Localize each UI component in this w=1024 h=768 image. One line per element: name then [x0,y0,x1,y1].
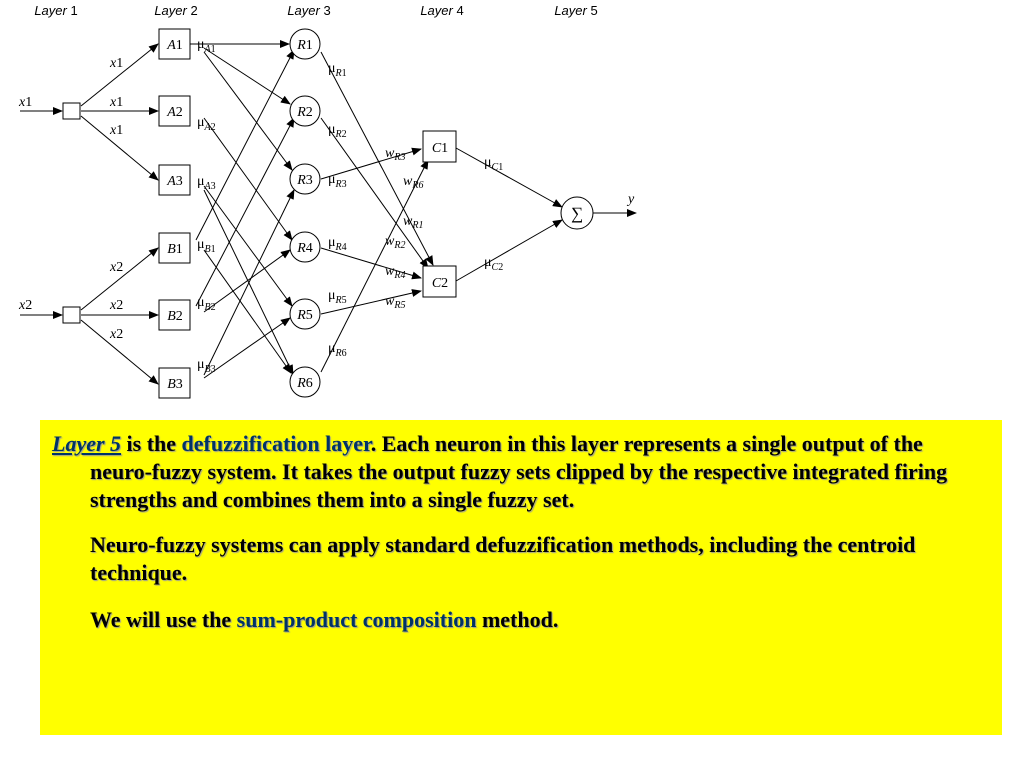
mu-b2-label: μB2 [197,295,216,313]
rule-node-r5 [289,298,321,330]
output-label-y: y [626,192,635,207]
mu-c2-label: μC2 [484,255,503,273]
fuzzy-node-b2 [158,299,191,331]
weight-label-wr3: wR3 [385,146,405,163]
input-label-x2: x2 [18,298,32,313]
fuzzy-label-a3: A3 [166,174,183,189]
mu-r6-label: μR6 [328,341,347,359]
weight-label-wr5: wR5 [385,294,405,311]
weight-label-wr6: wR6 [403,174,423,191]
layer-1-label: Layer 1 [34,3,77,18]
key-term-sum-product: sum-product composition [236,607,477,632]
layer-5-label: Layer 5 [554,3,597,18]
fuzzy-node-a1 [158,28,191,60]
rule-node-r1 [289,28,321,60]
consequent-node-c2 [422,265,457,298]
rule-node-r6 [289,366,321,398]
rule-node-r2 [289,95,321,127]
edge-label-x2-b2: x2 [109,298,123,313]
edge-label-x1-a1: x1 [109,56,123,71]
input-node-x1 [62,102,81,120]
paragraph-layer5: Layer 5 is the defuzzification layer. Ea… [52,431,948,512]
node-labels: A1 A2 A3 B1 B2 B3 R1 R2 R3 R4 R5 R6 C1 C… [166,38,583,392]
mu-r1-label: μR1 [328,61,347,79]
mu-r2-label: μR2 [328,122,347,140]
rule-node-r4 [289,231,321,263]
network-edges [20,40,637,385]
layer-2-nodes [158,28,191,399]
mu-a1-label: μA1 [197,37,216,55]
mu-a2-label: μA2 [197,115,216,133]
rule-label-r3: R3 [296,173,313,188]
weight-label-wr4: wR4 [385,264,405,281]
fuzzy-node-a2 [158,95,191,127]
edge-label-x2-b1: x2 [109,260,123,275]
fuzzy-label-b3: B3 [167,377,183,392]
layer-1-nodes [62,102,81,324]
membership-labels: μA1 μA2 μA3 μB1 μB2 μB3 μR1 μR2 μR3 μR4 … [197,37,503,375]
mu-c1-label: μC1 [484,155,503,173]
neuro-fuzzy-network-diagram: Layer 1 Layer 2 Layer 3 Layer 4 Layer 5 [18,3,637,399]
paragraph-methods: Neuro-fuzzy systems can apply standard d… [90,532,916,585]
paragraph-sum-product: We will use the sum-product composition … [90,607,559,632]
layer-2-label: Layer 2 [154,3,197,18]
consequent-node-c1 [422,130,457,163]
edge-label-x2-b3: x2 [109,327,123,342]
fuzzy-label-b1: B1 [167,242,183,257]
input-node-x2 [62,306,81,324]
layer-3-label: Layer 3 [287,3,330,18]
layer-5-link[interactable]: Layer 5 [52,431,122,456]
weight-labels: wR3 wR6 wR1 wR2 wR4 wR5 [385,146,423,311]
rule-label-r4: R4 [296,241,313,256]
rule-label-r6: R6 [296,376,313,391]
mu-r5-label: μR5 [328,288,347,306]
sum-symbol: ∑ [571,204,583,223]
rule-node-r3 [289,163,321,195]
edge-label-x1-a3: x1 [109,123,123,138]
input-label-x1: x1 [18,95,32,110]
mu-r3-label: μR3 [328,172,347,190]
consequent-label-c1: C1 [432,141,448,156]
consequent-label-c2: C2 [432,276,448,291]
layer-4-nodes [422,130,457,298]
weight-label-wr1: wR1 [403,214,423,231]
layer-4-label: Layer 4 [420,3,463,18]
sum-node [560,196,594,230]
layer-3-nodes [289,28,321,398]
mu-a3-label: μA3 [197,174,216,192]
fuzzy-label-b2: B2 [167,309,183,324]
explanation-box: Layer 5 is the defuzzification layer. Ea… [40,420,1002,735]
mu-b3-label: μB3 [197,357,216,375]
fuzzy-node-a3 [158,164,191,196]
mu-b1-label: μB1 [197,237,216,255]
fuzzy-label-a1: A1 [166,38,183,53]
input-labels: x1 x2 x1 x1 x1 x2 x2 x2 y [18,56,635,342]
fuzzy-node-b1 [158,232,191,264]
rule-label-r2: R2 [296,105,313,120]
fuzzy-label-a2: A2 [166,105,183,120]
layer-labels: Layer 1 Layer 2 Layer 3 Layer 4 Layer 5 [34,3,597,18]
weight-label-wr2: wR2 [385,234,405,251]
key-term-defuzzification: defuzzification layer [181,431,371,456]
edge-label-x1-a2: x1 [109,95,123,110]
fuzzy-node-b3 [158,367,191,399]
mu-r4-label: μR4 [328,235,347,253]
rule-label-r1: R1 [296,38,313,53]
rule-label-r5: R5 [296,308,313,323]
